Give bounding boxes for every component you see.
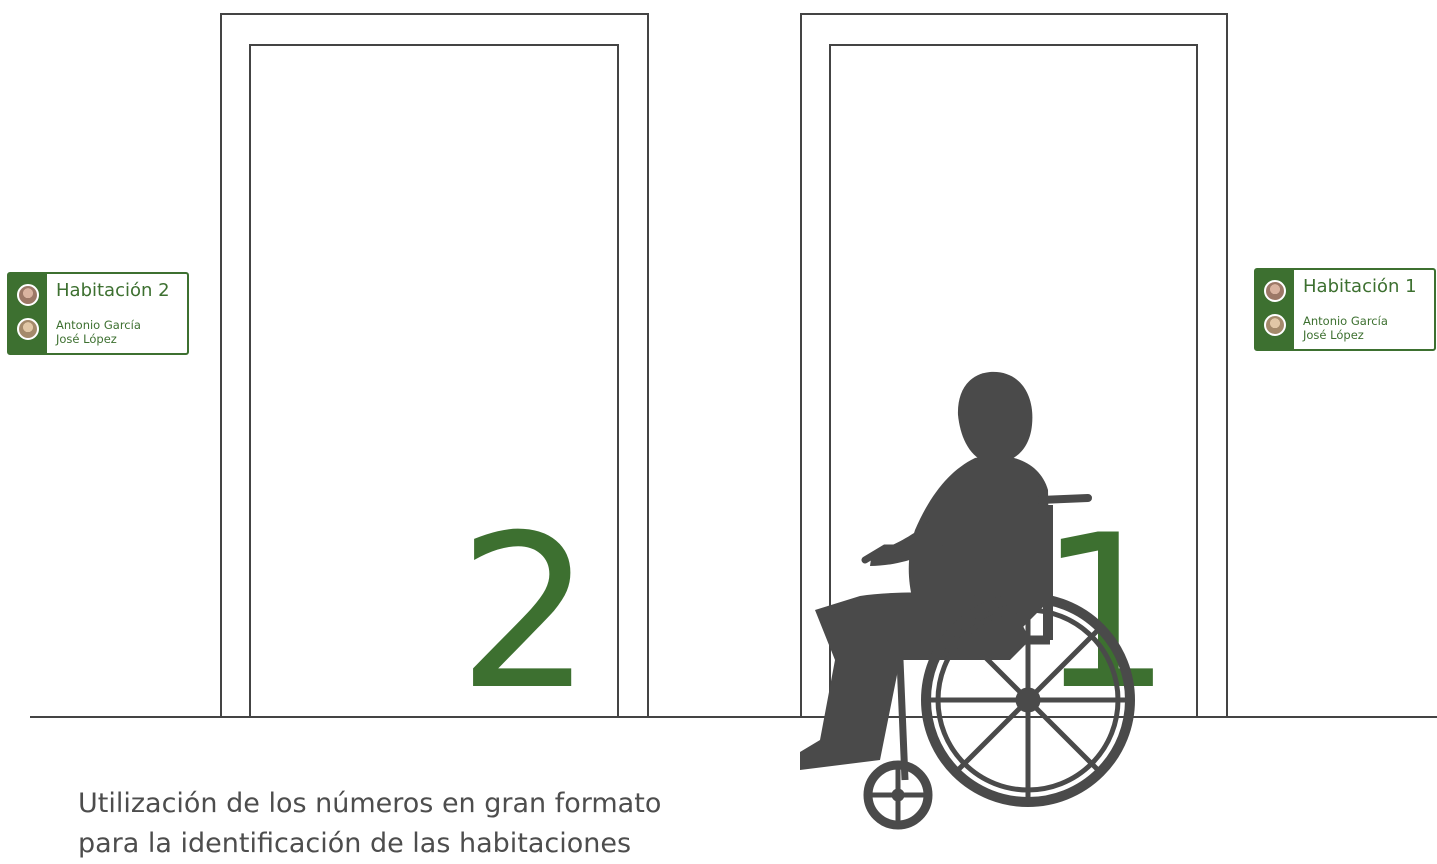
door-2-number: 2 (458, 489, 593, 736)
room-sign-1: Habitación 1 Antonio García José López (1254, 268, 1436, 351)
person-photo-icon (1264, 314, 1286, 336)
caption: Utilización de los números en gran forma… (78, 784, 661, 864)
caption-line-2: para la identificación de las habitacion… (78, 824, 661, 864)
caption-line-1: Utilización de los números en gran forma… (78, 784, 661, 824)
room-sign-1-title: Habitación 1 (1303, 276, 1417, 297)
resident-name: José López (1303, 328, 1388, 342)
room-sign-1-names: Antonio García José López (1303, 314, 1388, 342)
resident-name: José López (56, 332, 141, 346)
person-photo-icon (17, 284, 39, 306)
door-2: 2 (221, 14, 648, 736)
resident-name: Antonio García (56, 318, 141, 332)
person-photo-icon (1264, 280, 1286, 302)
person-photo-icon (17, 318, 39, 340)
resident-name: Antonio García (1303, 314, 1388, 328)
corridor-scene: 2 1 (0, 0, 1437, 831)
room-sign-2-title: Habitación 2 (56, 280, 170, 301)
room-sign-2: Habitación 2 Antonio García José López (7, 272, 189, 355)
room-sign-2-names: Antonio García José López (56, 318, 141, 346)
